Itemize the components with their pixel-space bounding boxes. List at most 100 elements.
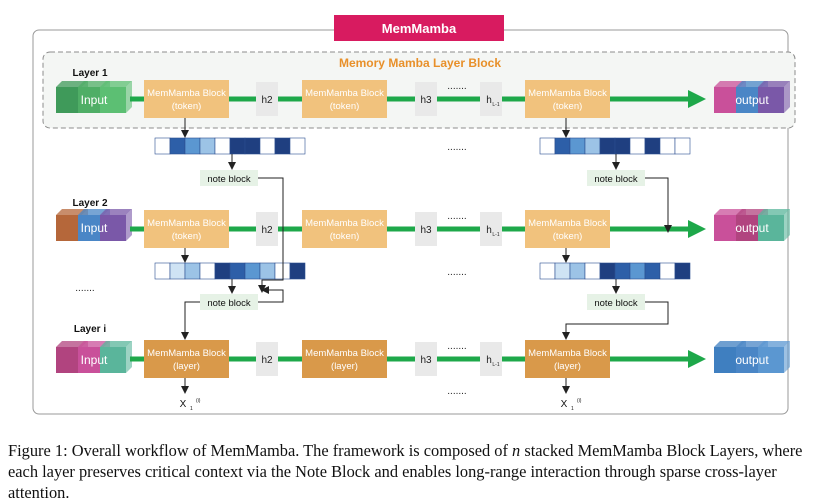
output-x-sub: 1 — [571, 406, 574, 412]
cube-face — [56, 87, 82, 113]
output-x-sub: 1 — [190, 406, 193, 412]
input-cubes: Input — [56, 341, 132, 373]
note-route-arrow — [645, 177, 672, 233]
token-cell — [554, 137, 571, 155]
cube-face — [758, 87, 784, 113]
hidden-state-subscript: L-1 — [492, 232, 499, 238]
output-cubes: output — [714, 209, 790, 241]
token-cell — [674, 262, 691, 280]
cube-top — [100, 81, 132, 87]
ellipsis: ....... — [447, 341, 466, 352]
token-cell — [614, 262, 631, 280]
token-cell — [569, 262, 586, 280]
block-title: MemMamba Block — [147, 88, 226, 99]
token-cell — [199, 262, 216, 280]
output-x: X — [561, 399, 568, 410]
token-cell — [154, 137, 171, 155]
cube-top — [100, 341, 132, 347]
token-cell — [229, 137, 246, 155]
token-cell — [644, 137, 661, 155]
layer-label: Layer 2 — [72, 198, 107, 209]
hidden-state-box — [415, 342, 437, 376]
token-cell — [184, 137, 201, 155]
input-cubes: Input — [56, 81, 132, 113]
token-strip — [154, 137, 306, 155]
layer-label: Layer 1 — [72, 68, 107, 79]
cube-side — [126, 341, 132, 373]
input-cubes-label: Input — [81, 221, 108, 235]
output-cubes-label: output — [735, 93, 769, 107]
figure-caption: Figure 1: Overall workflow of MemMamba. … — [8, 440, 822, 503]
token-cell — [629, 262, 646, 280]
output-x: X — [180, 399, 187, 410]
ellipsis: ....... — [447, 81, 466, 92]
token-cell — [554, 262, 571, 280]
token-strip — [154, 262, 306, 280]
cube-face — [100, 215, 126, 241]
hidden-state-label: h2 — [261, 355, 273, 366]
memmamba-block — [525, 80, 610, 118]
note-block — [200, 294, 258, 310]
block-subtitle: (layer) — [173, 361, 200, 372]
hidden-state-label: h3 — [420, 355, 432, 366]
token-cell — [199, 137, 216, 155]
block-title: MemMamba Block — [305, 348, 384, 359]
block-subtitle: (token) — [553, 101, 583, 112]
cube-top — [758, 341, 790, 347]
token-strip — [539, 137, 691, 155]
hidden-state-label: h3 — [420, 225, 432, 236]
cube-side — [126, 81, 132, 113]
caption-prefix: Figure 1: Overall workflow of MemMamba. … — [8, 441, 513, 460]
cube-top — [758, 209, 790, 215]
cube-face — [56, 347, 82, 373]
memmamba-block — [302, 210, 387, 248]
hidden-state-label: h — [486, 95, 492, 106]
hidden-state-box — [480, 82, 502, 116]
block-subtitle: (token) — [553, 231, 583, 242]
memmamba-block — [302, 80, 387, 118]
token-cell — [584, 262, 601, 280]
output-cubes: output — [714, 341, 790, 373]
caption-variable: n — [512, 441, 521, 460]
cube-top — [100, 209, 132, 215]
hidden-state-label: h3 — [420, 95, 432, 106]
token-cell — [659, 262, 676, 280]
note-route-arrow — [258, 286, 284, 303]
ellipsis-between-layers: ....... — [75, 283, 94, 294]
token-cell — [569, 137, 586, 155]
hidden-state-label: h — [486, 355, 492, 366]
output-x-sup: (i) — [196, 398, 201, 404]
ellipsis: ....... — [447, 211, 466, 222]
cube-face — [714, 347, 740, 373]
hidden-state-box — [256, 342, 278, 376]
hidden-state-label: h2 — [261, 225, 273, 236]
cube-top — [758, 81, 790, 87]
cube-face — [100, 87, 126, 113]
block-subtitle: (layer) — [554, 361, 581, 372]
cube-face — [758, 215, 784, 241]
token-cell — [229, 262, 246, 280]
cube-face — [78, 215, 104, 241]
hidden-state-box — [415, 82, 437, 116]
cube-side — [784, 341, 790, 373]
layer-label: Layer i — [74, 324, 106, 335]
note-block-label: note block — [207, 298, 251, 309]
hidden-state-subscript: L-1 — [492, 102, 499, 108]
token-cell — [214, 137, 231, 155]
memmamba-block — [144, 340, 229, 378]
hidden-state-box — [256, 82, 278, 116]
ellipsis-output: ....... — [447, 386, 466, 397]
token-cell — [289, 137, 306, 155]
token-cell — [154, 262, 171, 280]
token-strip — [539, 262, 691, 280]
layer-block-title: Memory Mamba Layer Block — [339, 56, 501, 70]
cube-face — [714, 87, 740, 113]
hidden-state-box — [480, 342, 502, 376]
hidden-state-label: h2 — [261, 95, 273, 106]
block-title: MemMamba Block — [305, 88, 384, 99]
note-block — [200, 170, 258, 186]
token-cell — [244, 137, 261, 155]
block-subtitle: (token) — [172, 101, 202, 112]
token-cell — [289, 262, 306, 280]
cube-side — [784, 209, 790, 241]
